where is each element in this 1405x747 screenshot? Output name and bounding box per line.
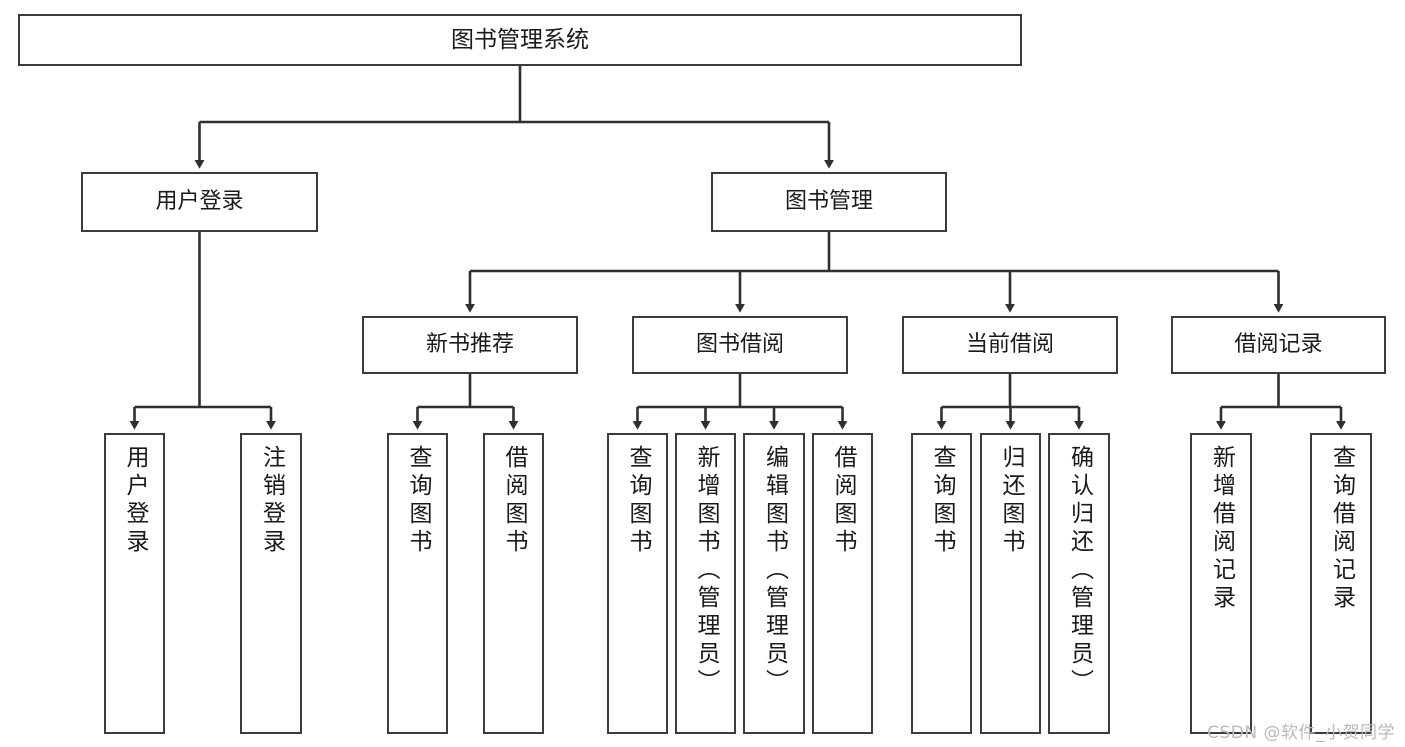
node-n-book-borrow[interactable]: 图书借阅 [632, 316, 848, 374]
node-l-user-login[interactable]: 用户登录 [104, 433, 165, 734]
node-label: 借阅记录 [1234, 332, 1323, 358]
node-label: 新增借阅记录 [1208, 445, 1235, 613]
node-l-query-book-1[interactable]: 查询图书 [387, 433, 448, 734]
node-label: 新增图书（管理员） [693, 445, 719, 697]
node-label: 当前借阅 [965, 332, 1054, 358]
node-n-new-book-rec[interactable]: 新书推荐 [362, 316, 578, 374]
node-label: 查询图书 [929, 445, 955, 557]
node-label: 图书管理 [784, 189, 873, 215]
node-l-borrow-book-2[interactable]: 借阅图书 [812, 433, 873, 734]
node-l-query-book-2[interactable]: 查询图书 [607, 433, 668, 734]
node-label: 新书推荐 [425, 332, 514, 358]
node-l-edit-book[interactable]: 编辑图书（管理员） [743, 433, 805, 734]
node-label: 用户登录 [122, 445, 148, 557]
node-label: 归还图书 [998, 445, 1024, 557]
node-label: 确认归还（管理员） [1066, 445, 1093, 697]
node-label: 查询图书 [405, 445, 431, 557]
node-l-logout[interactable]: 注销登录 [240, 433, 302, 734]
node-label: 借阅图书 [830, 445, 856, 557]
node-root[interactable]: 图书管理系统 [18, 14, 1022, 66]
node-n-current-borrow[interactable]: 当前借阅 [902, 316, 1118, 374]
node-label: 借阅图书 [501, 445, 527, 557]
node-l-query-record[interactable]: 查询借阅记录 [1310, 433, 1372, 734]
node-l-query-book-3[interactable]: 查询图书 [911, 433, 972, 734]
node-label: 图书管理系统 [451, 26, 589, 53]
node-n-borrow-record[interactable]: 借阅记录 [1171, 316, 1386, 374]
node-label: 用户登录 [155, 189, 244, 215]
node-l-add-record[interactable]: 新增借阅记录 [1190, 433, 1252, 734]
watermark-text: CSDN @软件_小贺同学 [1207, 723, 1395, 743]
node-l-add-book[interactable]: 新增图书（管理员） [675, 433, 736, 734]
node-n-user-login[interactable]: 用户登录 [81, 172, 318, 232]
node-label: 编辑图书（管理员） [761, 445, 788, 697]
node-l-borrow-book-1[interactable]: 借阅图书 [483, 433, 544, 734]
node-label: 注销登录 [258, 445, 285, 557]
node-n-book-manage[interactable]: 图书管理 [711, 172, 947, 232]
node-l-confirm-return[interactable]: 确认归还（管理员） [1048, 433, 1110, 734]
node-label: 查询图书 [625, 445, 651, 557]
node-label: 查询借阅记录 [1328, 445, 1355, 613]
node-l-return-book[interactable]: 归还图书 [980, 433, 1041, 734]
node-label: 图书借阅 [695, 332, 784, 358]
